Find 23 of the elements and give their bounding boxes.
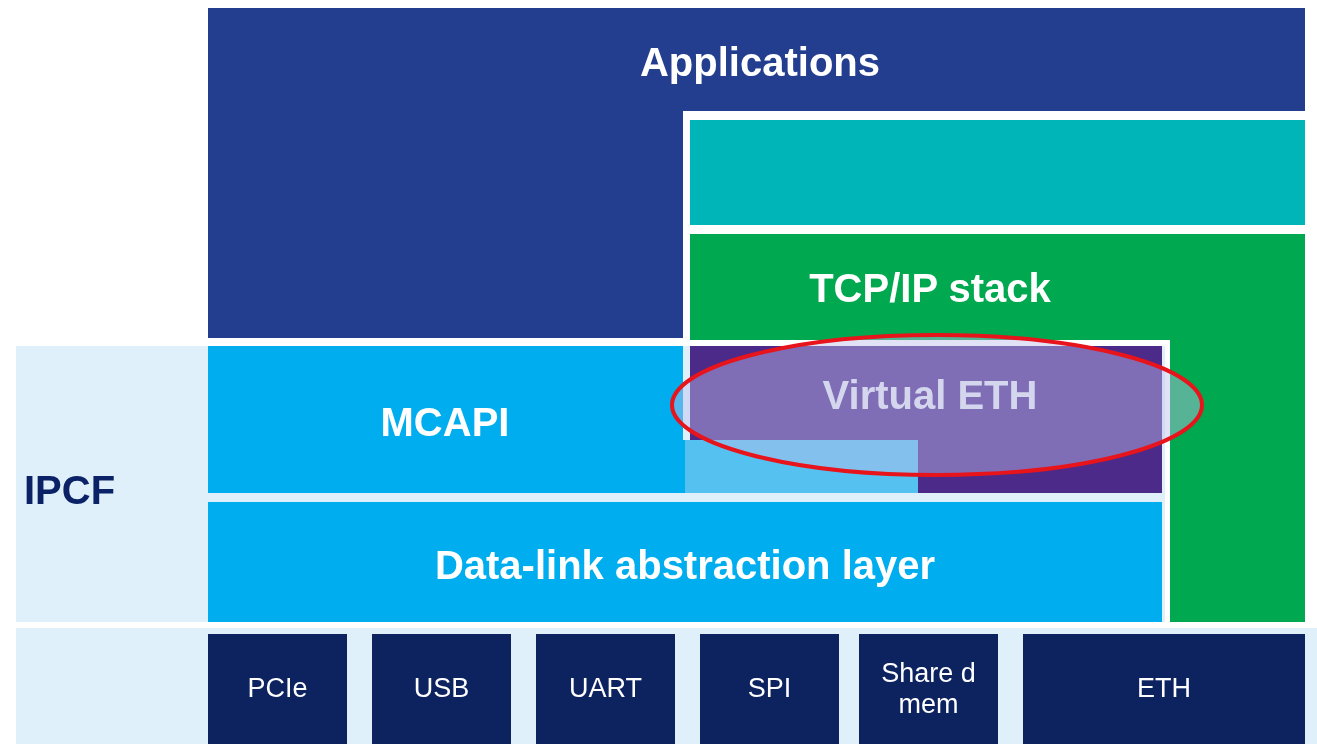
layer-label: IPCF	[24, 467, 117, 514]
interface-block	[1023, 634, 1305, 744]
interface-label: SPI	[746, 672, 793, 706]
interface-block	[372, 634, 511, 744]
layer-block	[208, 8, 1305, 338]
layer-label: TCP/IP stack	[808, 265, 1052, 312]
layer-label: Data-link abstraction layer	[433, 542, 937, 589]
interface-label: Share d mem	[881, 656, 976, 721]
interface-label: UART	[568, 672, 643, 706]
layer-block	[690, 120, 1305, 225]
layer-label: Applications	[639, 39, 881, 86]
interface-block	[536, 634, 675, 744]
layer-band	[16, 346, 1165, 622]
interface-label: USB	[412, 672, 471, 706]
interface-label: PCIe	[246, 672, 309, 706]
layer-label: Virtual ETH	[821, 372, 1039, 419]
interface-block	[700, 634, 839, 744]
platform-band	[16, 628, 1317, 744]
interface-block	[859, 634, 998, 744]
layer-label: MCAPI	[379, 399, 511, 446]
interface-label: ETH	[1136, 672, 1192, 706]
layer-block	[208, 502, 1162, 622]
interface-block	[208, 634, 347, 744]
